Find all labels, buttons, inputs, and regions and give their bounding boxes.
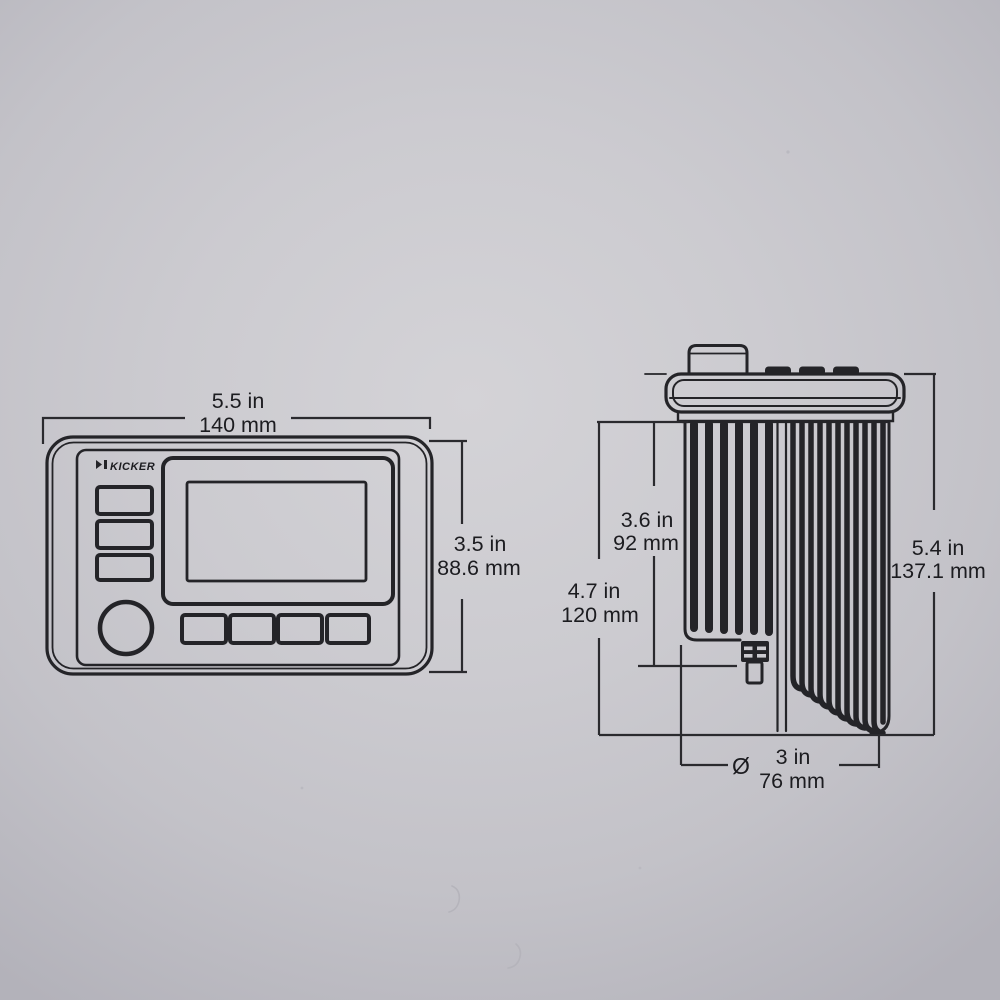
- device-outline: [45, 435, 434, 676]
- width-dimension: [41, 416, 432, 444]
- overall-depth-dimension: [599, 372, 936, 737]
- collar-thread-groove: [757, 646, 766, 651]
- paper-speck: [638, 866, 642, 870]
- heatsink-fin: [862, 420, 877, 734]
- front-view-drawing: KICKER: [45, 435, 434, 676]
- rear-section-channel: [776, 421, 788, 733]
- paper-fibers: [300, 150, 790, 969]
- height-mm-label: 88.6 mm: [437, 556, 521, 580]
- kicker-badge-icon: [96, 460, 107, 469]
- preset-button-3: [95, 553, 154, 582]
- paper-speck: [300, 786, 304, 790]
- display-screen: [185, 480, 368, 583]
- overall-depth-inches-label: 5.4 in: [912, 536, 965, 560]
- volume-knob: [97, 599, 155, 657]
- preset-button-1: [95, 485, 154, 516]
- connector-depth-mm-label: 120 mm: [561, 603, 639, 627]
- function-button-1: [180, 613, 228, 645]
- overall-depth-mm-label: 137.1 mm: [890, 559, 986, 583]
- heatsink-rear-fins: [790, 420, 886, 736]
- collar-thread-groove: [757, 654, 766, 658]
- heatsink-fin: [844, 420, 859, 727]
- kicker-logo: KICKER: [96, 460, 155, 473]
- preset-button-2: [95, 519, 154, 550]
- rotary-knob: [687, 344, 749, 376]
- width-dimension-line: [41, 416, 432, 444]
- height-dimension-line: [429, 439, 467, 674]
- heatsink-fin: [853, 420, 868, 731]
- mounting-bezel: [664, 372, 906, 414]
- diameter-inches-label: 3 in: [776, 745, 811, 769]
- display-bezel: [161, 456, 395, 606]
- chassis-depth-dimension: [597, 420, 737, 668]
- function-button-2: [228, 613, 276, 645]
- chassis-depth-mm-label: 92 mm: [613, 531, 679, 555]
- connector-plug: [745, 660, 764, 685]
- height-dimension: [429, 439, 467, 674]
- bezel-inner-trim: [672, 379, 898, 407]
- body-right-edge: [869, 421, 891, 735]
- wiring-connector: [741, 641, 769, 685]
- function-button-3: [276, 613, 324, 645]
- chassis-depth-inches-label: 3.6 in: [621, 508, 674, 532]
- chassis-depth-lines: [597, 420, 737, 668]
- diameter-mm-label: 76 mm: [759, 769, 825, 793]
- collar-thread-groove: [744, 654, 753, 658]
- body-left-edge: [683, 421, 742, 642]
- heatsink-fin: [835, 420, 850, 722]
- diameter-lines: [679, 645, 881, 768]
- diameter-symbol: Ø: [732, 753, 750, 779]
- paper-speck: [786, 150, 790, 154]
- height-inches-label: 3.5 in: [454, 532, 507, 556]
- function-button-4: [325, 613, 371, 645]
- connector-depth-inches-label: 4.7 in: [568, 579, 621, 603]
- connector-collar: [741, 641, 769, 662]
- face-panel: [75, 448, 401, 667]
- width-inches-label: 5.5 in: [212, 389, 265, 413]
- heatsink-front-fins: [690, 420, 773, 636]
- overall-depth-lines: [599, 372, 936, 737]
- paper-fiber: [448, 885, 461, 913]
- paper-fiber: [507, 943, 522, 969]
- side-view-drawing: [644, 344, 906, 736]
- diameter-dimension: [679, 645, 881, 768]
- width-mm-label: 140 mm: [199, 413, 277, 437]
- kicker-logo-text: KICKER: [110, 461, 155, 473]
- collar-thread-groove: [744, 646, 753, 651]
- bezel-trim-line: [51, 441, 428, 670]
